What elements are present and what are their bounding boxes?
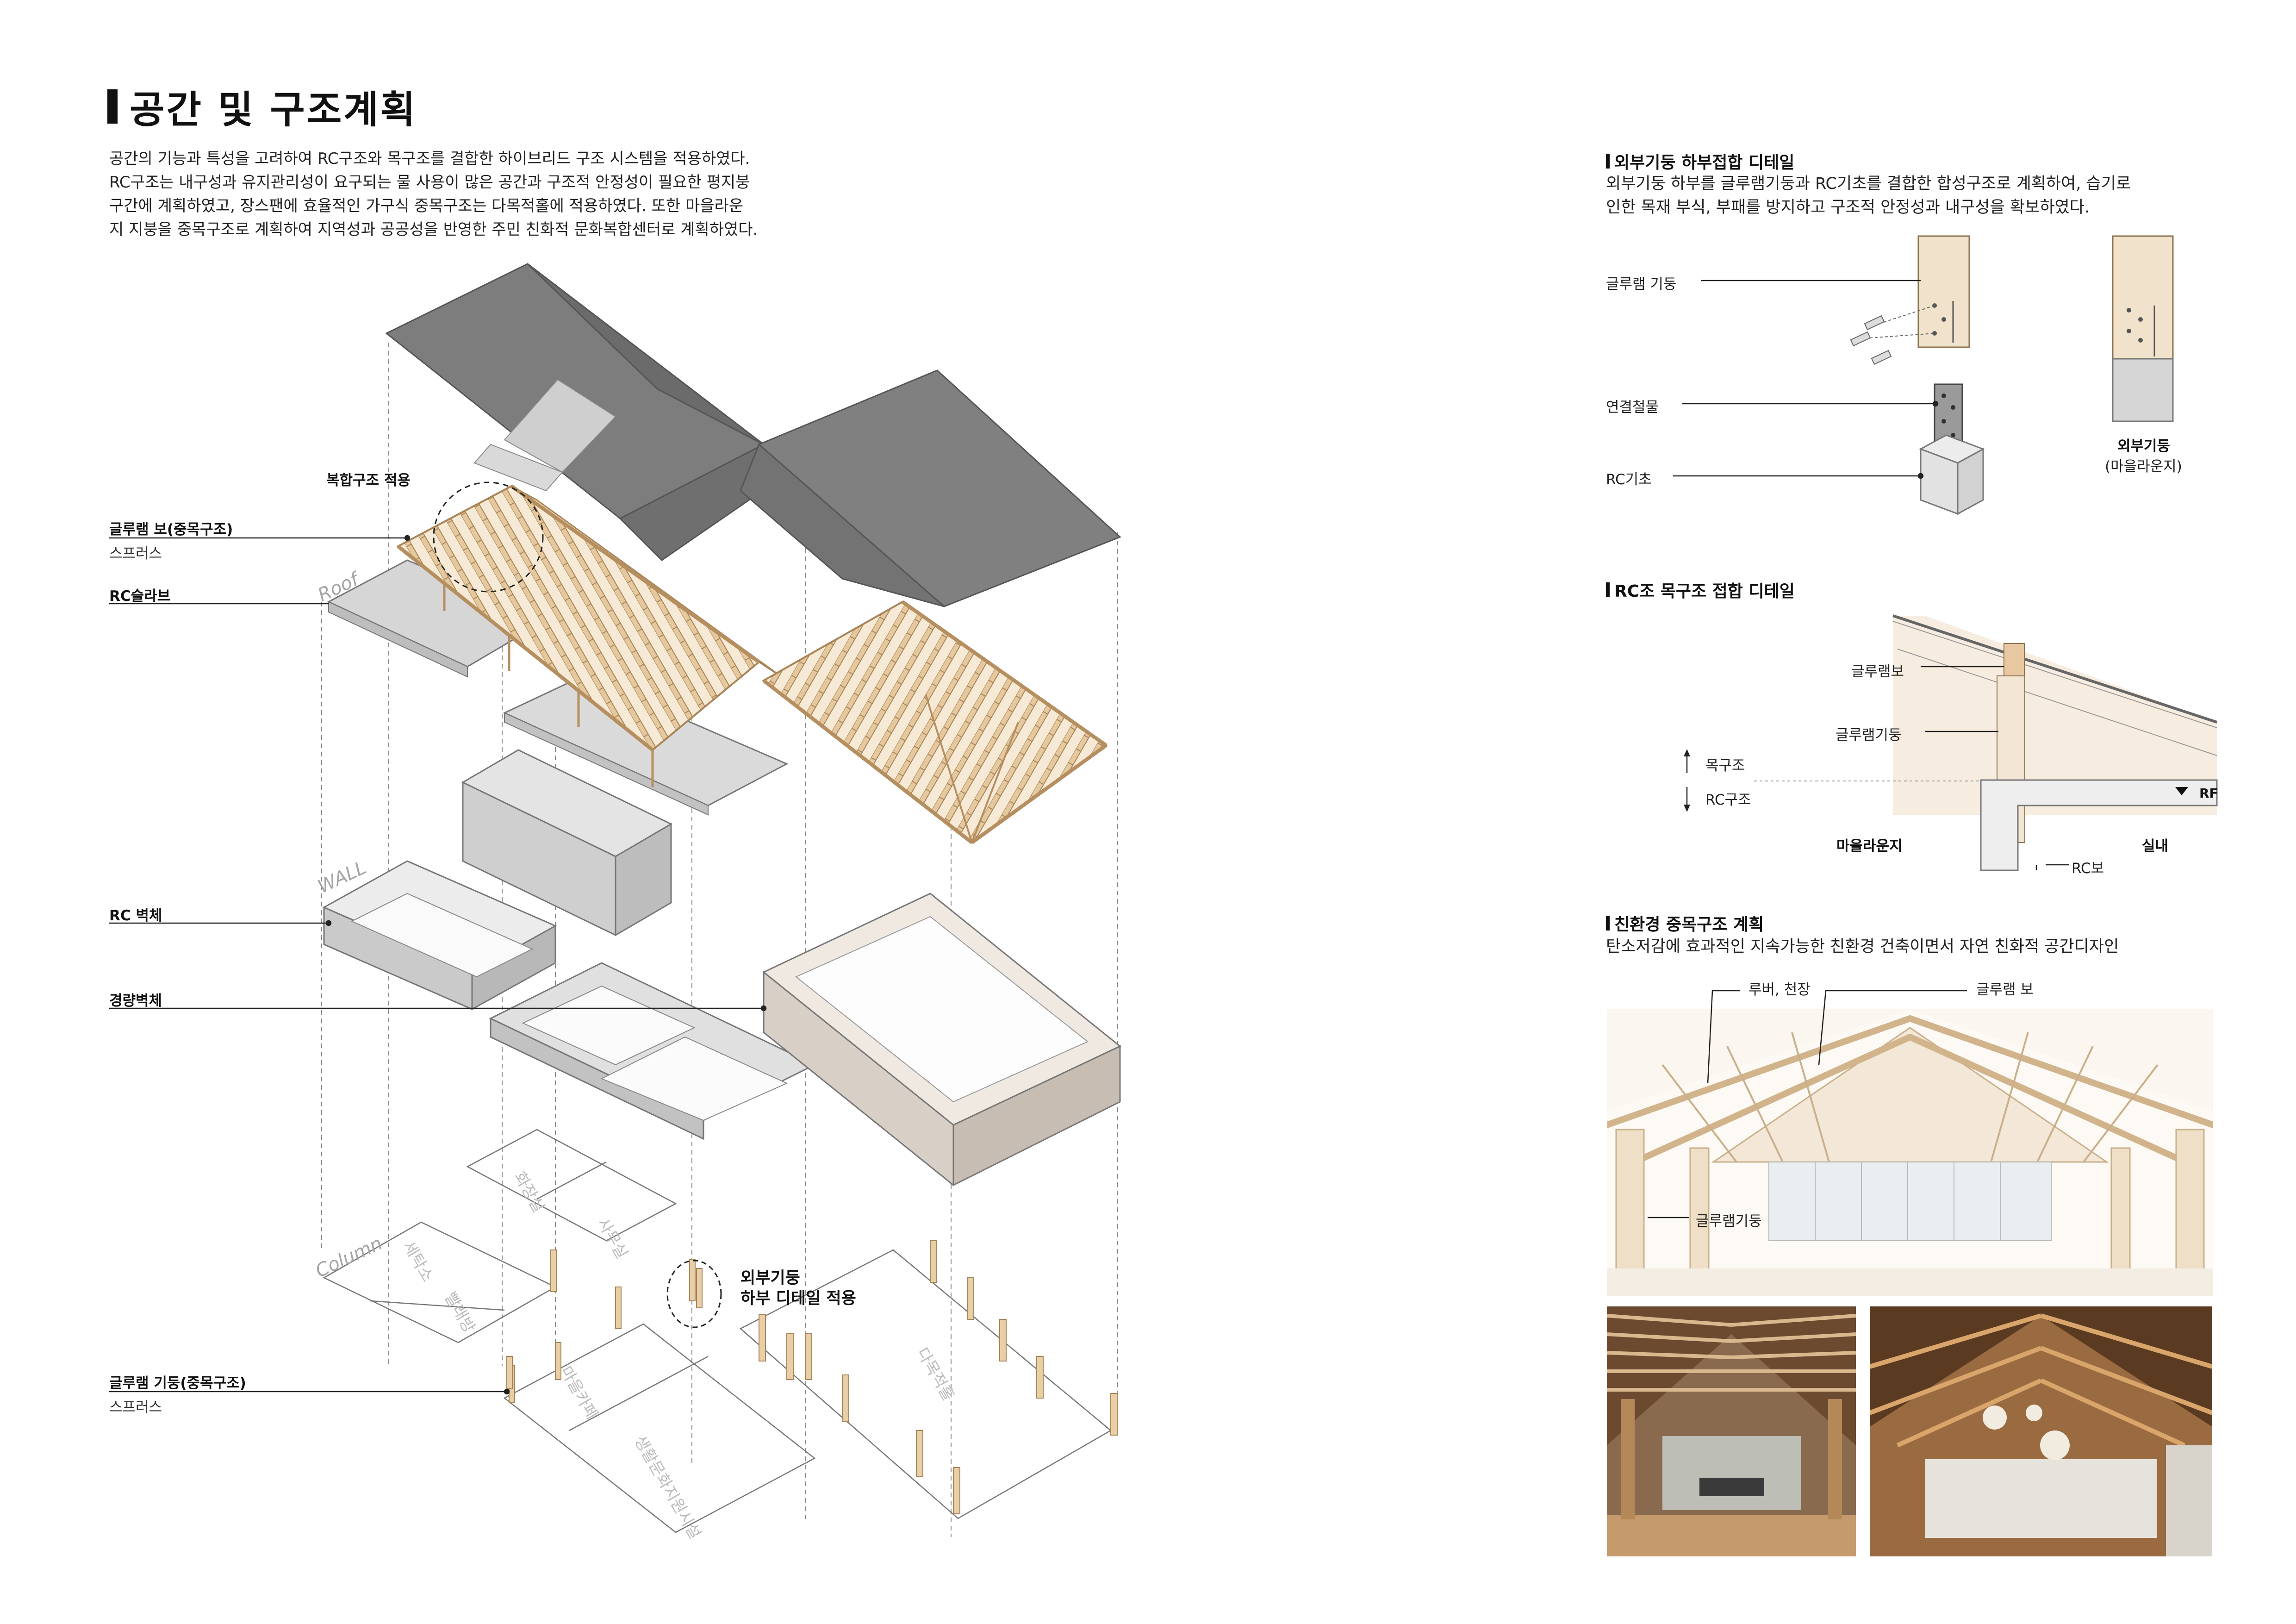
callout-glulam-beam: 글루램 보(중목구조) xyxy=(109,521,233,538)
detail2-label-beam: 글루램보 xyxy=(1851,663,1904,680)
callout-exterior-column: 외부기둥 xyxy=(740,1269,800,1287)
heading-bar-mark xyxy=(1606,916,1610,931)
layer-column-label: Column xyxy=(312,1233,386,1282)
callout-glulam-beam-sub: 스프러스 xyxy=(109,545,162,562)
exploded-axonometric: 화장실 사무실 다목적홀 마을카페 생활문화지원시설 세탁소 빨래방 Roof … xyxy=(109,263,1121,1543)
detail2-drawing xyxy=(1684,614,2218,871)
detail3-label-column: 글루램기둥 xyxy=(1696,1213,1762,1230)
detail3-label-beam: 글루램 보 xyxy=(1976,981,2034,998)
callout-rc-slab: RC슬라브 xyxy=(109,588,171,605)
intro-line: 지 지붕을 중목구조로 계획하여 지역성과 공공성을 반영한 주민 친화적 문화… xyxy=(109,220,758,239)
rc-walls xyxy=(322,749,673,1011)
photo-hall-interior xyxy=(1870,1306,2212,1556)
callout-leaders xyxy=(109,535,767,1395)
detail1-caption-sub: (마을라운지) xyxy=(2105,458,2182,475)
interior-rendering xyxy=(1607,1009,2213,1296)
room-label-laundry: 세탁소 xyxy=(399,1238,437,1285)
composite-detail-circle xyxy=(433,481,544,593)
room-label-laundromat: 빨래방 xyxy=(441,1289,479,1336)
interior-leaders xyxy=(1648,990,1967,1218)
heading-bar-mark xyxy=(1606,154,1610,169)
detail3-heading-text: 친환경 중목구조 계획 xyxy=(1614,915,1764,934)
callout-rc-wall: RC 벽체 xyxy=(109,907,162,924)
detail3-text-line: 탄소저감에 효과적인 지속가능한 친환경 건축이면서 자연 친화적 공간디자인 xyxy=(1606,937,2119,956)
glulam-column-drawing xyxy=(1917,235,1970,348)
detail2-label-indoor: 실내 xyxy=(2142,838,2169,855)
detail1-text-line: 인한 목재 부식, 부패를 방지하고 구조적 안정성과 내구성을 확보하였다. xyxy=(1606,198,2090,217)
detail1-label-connector: 연결철물 xyxy=(1606,399,1659,416)
exterior-column-circle xyxy=(666,1260,722,1328)
room-labels: 화장실 사무실 다목적홀 마을카페 생활문화지원시설 세탁소 빨래방 xyxy=(399,1169,958,1543)
callout-exterior-column-detail: 하부 디테일 적용 xyxy=(740,1289,856,1308)
photo-cafe-interior xyxy=(1607,1306,1856,1556)
room-label-cafe: 마을카페 xyxy=(556,1363,601,1423)
detail2-label-lounge: 마을라운지 xyxy=(1836,838,1903,855)
roof-layer xyxy=(385,263,1121,607)
callout-light-wall: 경량벽체 xyxy=(109,993,162,1009)
detail2-label-rc-beam: RC보 xyxy=(2072,860,2104,877)
detail2-heading-text: RC조 목구조 접합 디테일 xyxy=(1614,582,1795,601)
detail2-label-rc: RC구조 xyxy=(1705,792,1751,808)
callout-glulam-column: 글루램 기둥(중목구조) xyxy=(109,1375,246,1392)
intro-paragraph: 공간의 기능과 특성을 고려하여 RC구조와 목구조를 결합한 하이브리드 구조… xyxy=(109,147,896,242)
callout-glulam-column-sub: 스프러스 xyxy=(109,1399,162,1416)
heading-bar-mark xyxy=(1606,582,1610,597)
detail1-caption: 외부기둥 xyxy=(2117,438,2171,455)
glulam-columns xyxy=(506,1240,1118,1514)
detail1-text-line: 외부기둥 하부를 글루램기둥과 RC기초를 결합한 합성구조로 계획하여, 습기… xyxy=(1606,175,2131,193)
detail1-text: 외부기둥 하부를 글루램기둥과 RC기초를 결합한 합성구조로 계획하여, 습기… xyxy=(1606,172,2226,219)
title-bar-mark xyxy=(107,89,118,124)
detail3-text: 탄소저감에 효과적인 지속가능한 친환경 건축이면서 자연 친화적 공간디자인 xyxy=(1606,935,2226,959)
intro-line: 구간에 계획하였고, 장스팬에 효율적인 가구식 중목구조는 다목적홀에 적용하… xyxy=(109,197,744,215)
detail1-label-glulam: 글루램 기둥 xyxy=(1606,276,1677,293)
timber-roof-frame-left xyxy=(396,484,787,787)
floor-plans xyxy=(323,1129,1112,1533)
timber-roof-frame-right xyxy=(762,600,1108,844)
page-title: 공간 및 구조계획 xyxy=(107,79,417,134)
detail2-label-column: 글루램기둥 xyxy=(1836,727,1902,743)
page-title-text: 공간 및 구조계획 xyxy=(130,88,417,132)
intro-line: 공간의 기능과 특성을 고려하여 RC구조와 목구조를 결합한 하이브리드 구조… xyxy=(109,150,750,168)
light-walls xyxy=(489,893,1121,1187)
detail3-heading: 친환경 중목구조 계획 xyxy=(1606,911,1764,935)
detail1-drawing xyxy=(1673,235,2174,515)
detail2-heading: RC조 목구조 접합 디테일 xyxy=(1606,578,1795,602)
detail2-label-wood: 목구조 xyxy=(1705,757,1745,774)
intro-line: RC구조는 내구성과 유지관리성이 요구되는 물 사용이 많은 공간과 구조적 … xyxy=(109,173,750,192)
detail2-label-rf: RF xyxy=(2199,786,2218,801)
glulam-beam-section xyxy=(2004,643,2025,676)
assembled-column-drawing xyxy=(2112,235,2174,360)
callout-composite: 복합구조 적용 xyxy=(326,472,411,489)
detail1-label-footing: RC기초 xyxy=(1606,471,1652,488)
room-label-office: 사무실 xyxy=(593,1215,631,1262)
detail1-heading: 외부기둥 하부접합 디테일 xyxy=(1606,149,1794,173)
detail3-label-louver: 루버, 천장 xyxy=(1748,981,1811,998)
detail1-heading-text: 외부기둥 하부접합 디테일 xyxy=(1614,153,1795,172)
